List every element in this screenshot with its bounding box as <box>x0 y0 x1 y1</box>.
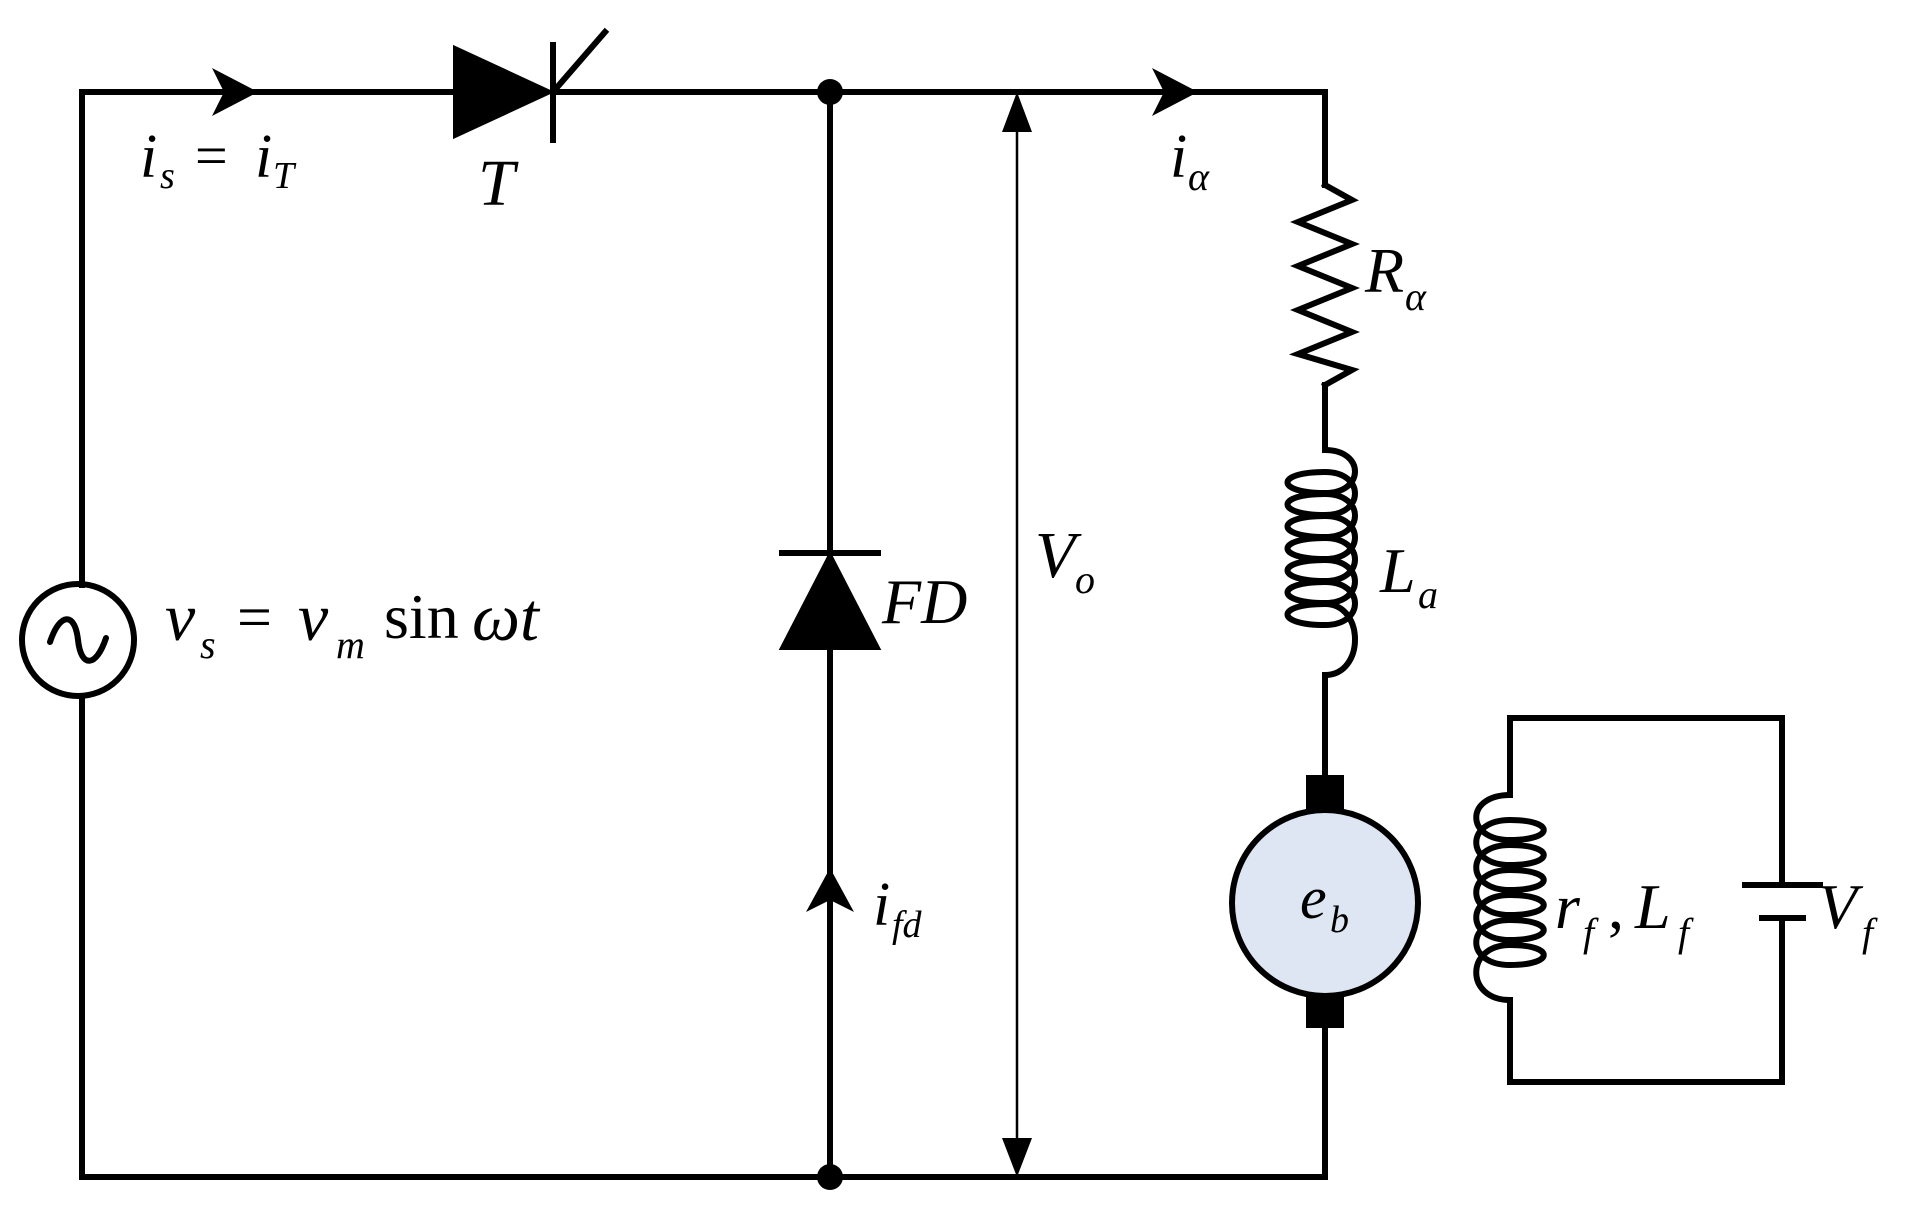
label-ia: i <box>1170 123 1187 191</box>
wire-top-left <box>79 89 461 588</box>
label-eb-sub: b <box>1330 899 1349 941</box>
resistor-ra <box>1288 180 1360 390</box>
label-ifd: i <box>873 871 890 939</box>
label-la-sub: a <box>1418 572 1438 617</box>
label-fd: FD <box>881 566 967 637</box>
label-vo: V <box>1035 519 1082 592</box>
label-comma: , <box>1608 871 1624 942</box>
label-vs-wt: ωt <box>472 579 541 655</box>
label-eb: e <box>1300 865 1327 931</box>
label-rf: r <box>1555 871 1581 942</box>
label-ifd-sub: fd <box>892 904 923 946</box>
vo-measure <box>1002 92 1032 1177</box>
inductor-la <box>1284 446 1358 679</box>
label-it-sub: T <box>273 155 297 197</box>
is-arrow-icon <box>212 68 258 116</box>
motor-brush-top <box>1306 775 1344 813</box>
wire-top-right <box>552 89 1328 188</box>
label-vs-eq: = <box>237 584 272 652</box>
label-vs-sub: s <box>200 622 216 667</box>
label-lf-sub: f <box>1678 910 1694 955</box>
label-vm: v <box>298 579 329 655</box>
sine-wave-icon <box>47 616 109 664</box>
vo-arrow-top-icon <box>1002 92 1032 132</box>
fd-triangle <box>778 550 882 650</box>
label-rf-sub: f <box>1583 910 1599 955</box>
label-ra-sub: α <box>1405 274 1427 319</box>
ia-arrow-icon <box>1152 68 1198 116</box>
dc-motor <box>1229 775 1421 1028</box>
field-wire-bottom <box>1507 917 1785 1085</box>
junction-top <box>817 79 843 105</box>
label-ra: R <box>1364 235 1404 306</box>
ac-source-circle <box>19 581 137 699</box>
motor-armature <box>1229 807 1421 999</box>
label-vf-sub: f <box>1862 910 1878 955</box>
label-vf: V <box>1818 871 1864 942</box>
wires <box>79 89 1328 1180</box>
junction-bottom <box>817 1164 843 1190</box>
label-vs-sin: sin <box>384 581 459 652</box>
label-is: i <box>140 123 157 191</box>
thyristor-gate <box>548 27 610 97</box>
freewheel-diode <box>778 550 882 650</box>
label-vo-sub: o <box>1075 557 1095 602</box>
label-la: L <box>1379 535 1416 606</box>
ac-source <box>19 581 137 699</box>
label-it: i <box>255 123 272 191</box>
label-lf: L <box>1634 871 1671 942</box>
ifd-arrow-icon <box>806 868 854 912</box>
label-ia-sub: α <box>1188 154 1210 199</box>
wire-bottom <box>79 694 1328 1180</box>
field-wire-top <box>1507 715 1785 888</box>
label-is-sub: s <box>160 155 175 197</box>
label-vm-sub: m <box>336 622 365 667</box>
inductor-lf <box>1473 791 1547 1004</box>
thyristor <box>453 27 610 143</box>
label-vs: v <box>165 579 196 655</box>
thyristor-triangle <box>453 44 555 140</box>
label-is-eq: = <box>195 123 228 188</box>
vo-arrow-bottom-icon <box>1002 1138 1032 1177</box>
field-circuit <box>1473 715 1823 1085</box>
label-thyristor: T <box>478 147 519 220</box>
